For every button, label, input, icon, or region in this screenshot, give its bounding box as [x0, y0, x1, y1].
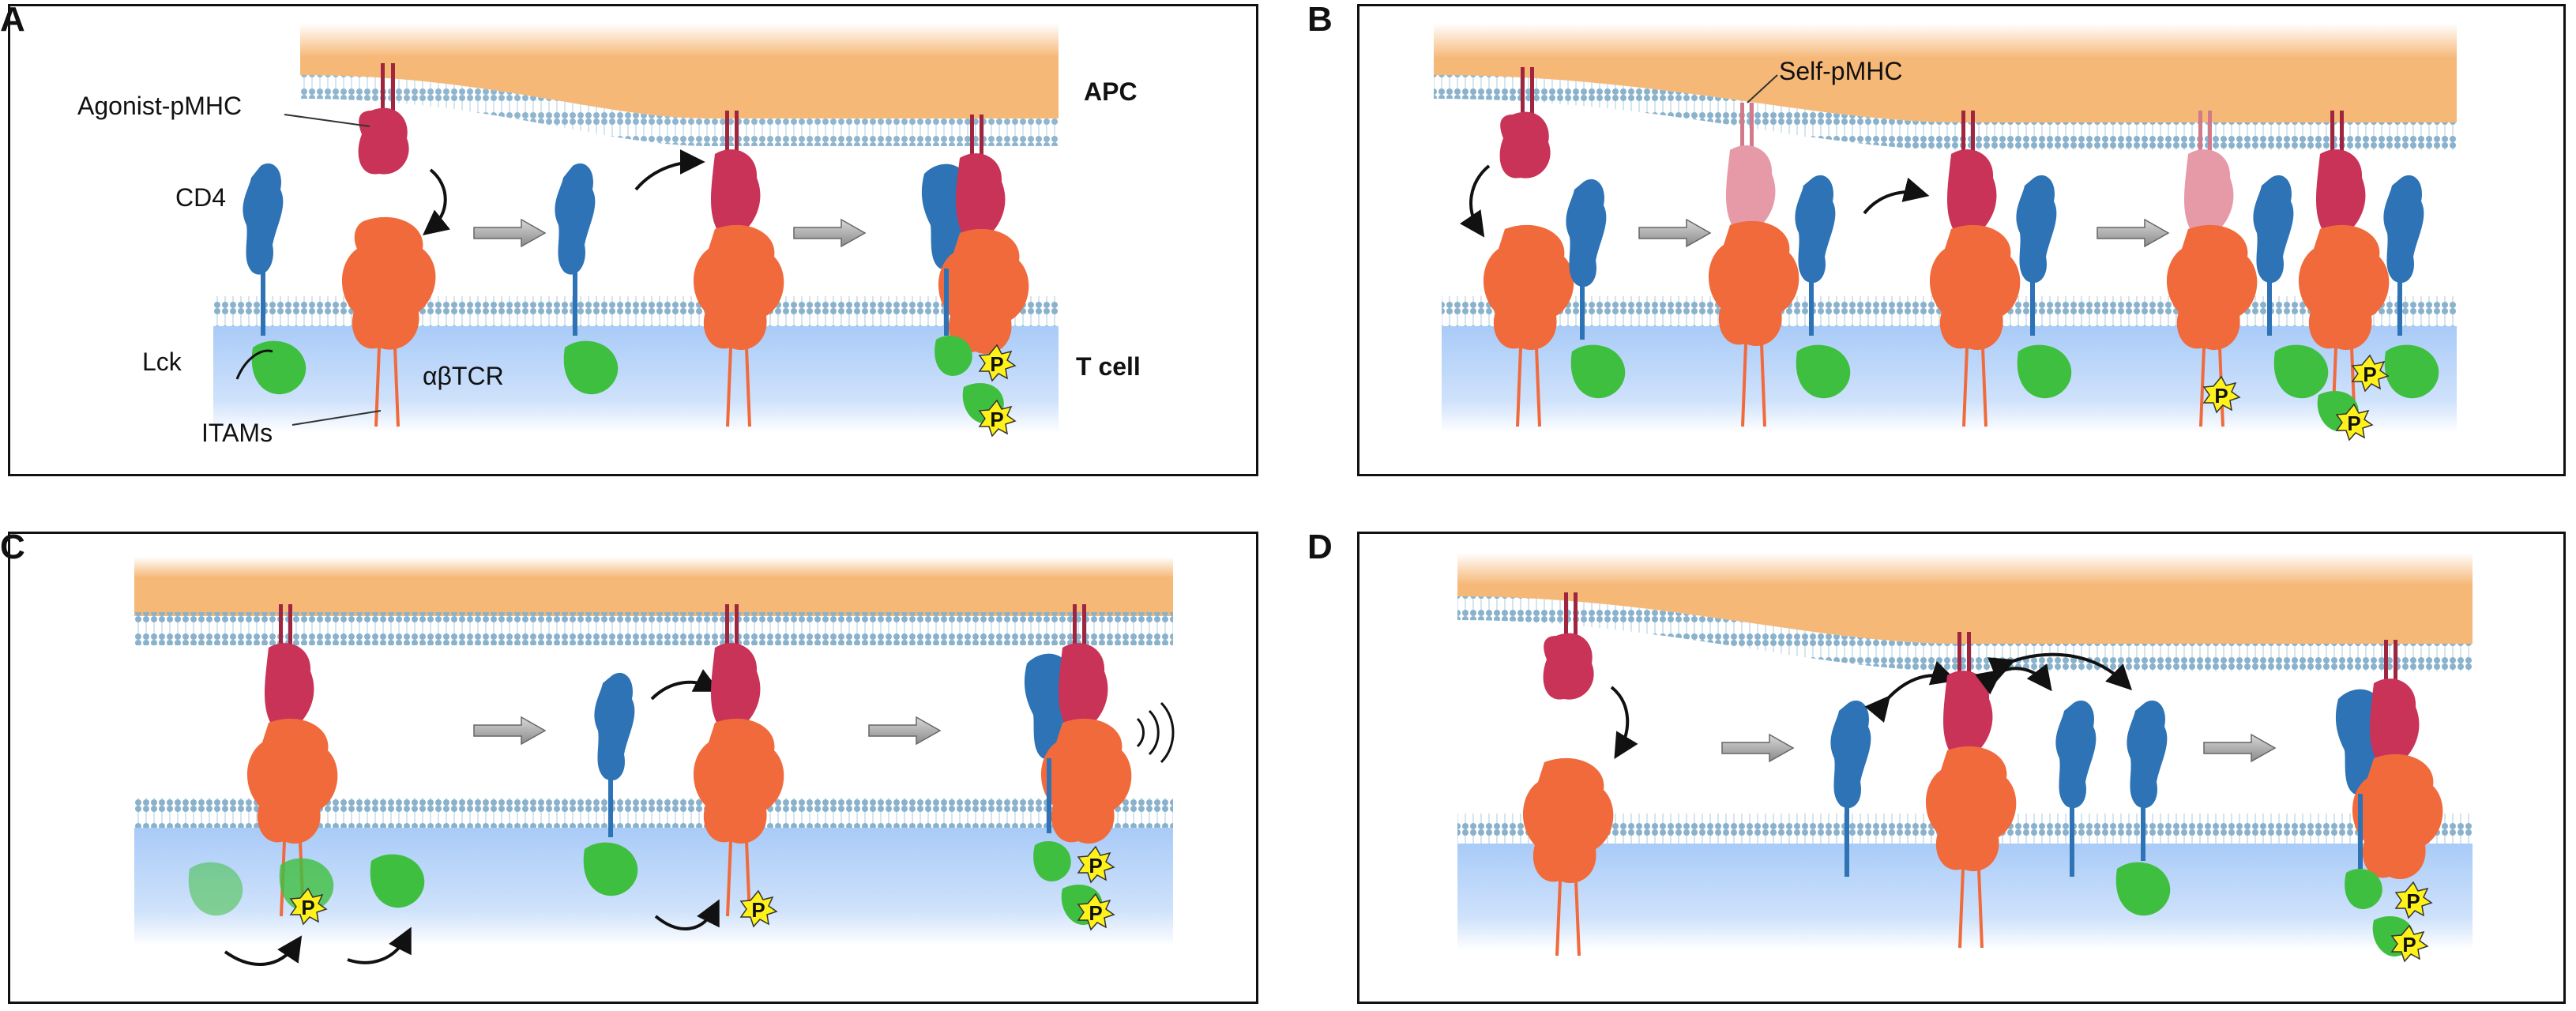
phospho-site-d2: P [2390, 924, 2429, 963]
phospho-site-c4: P [1077, 893, 1115, 931]
cd4-label: CD4 [175, 183, 227, 212]
svg-text:P: P [2363, 363, 2376, 386]
phospho-site-c3: P [1077, 845, 1115, 884]
phospho-site-a2: P [978, 399, 1017, 438]
self-pmhc-label: Self-pMHC [1779, 57, 1903, 85]
cd4-a1 [243, 163, 284, 336]
lck-a1 [251, 340, 306, 395]
cd4-a2 [555, 163, 596, 336]
panel-b-scene: P P P [1434, 24, 2457, 442]
phospho-site-b2: P [2351, 354, 2390, 393]
panel-d-scene: P P [1457, 553, 2473, 963]
phospho-site-a1: P [978, 344, 1017, 382]
svg-text:P: P [1089, 901, 1102, 925]
itams-label: ITAMs [201, 419, 273, 447]
panel-letter-d: D [1307, 528, 1333, 566]
svg-text:P: P [301, 896, 314, 919]
phospho-site-c1: P [289, 887, 328, 926]
svg-text:P: P [990, 352, 1003, 376]
phospho-site-c2: P [739, 889, 778, 928]
apc-label: APC [1084, 77, 1138, 106]
svg-text:P: P [990, 408, 1003, 431]
phospho-site-b1: P [2202, 375, 2241, 414]
apc-membrane [300, 75, 1059, 146]
apc-region [300, 24, 1059, 118]
lck-label: Lck [142, 348, 182, 376]
phospho-site-b3: P [2335, 403, 2374, 442]
panel-a-scene: P P [213, 24, 1059, 438]
svg-text:P: P [2402, 933, 2416, 957]
tcell-label: T cell [1076, 352, 1141, 381]
panel-letter-c: C [0, 528, 25, 566]
svg-text:P: P [2406, 889, 2420, 913]
phospho-site-d1: P [2394, 881, 2433, 919]
svg-text:P: P [1089, 854, 1102, 878]
agonist-pmhc-free [358, 63, 409, 175]
panel-letter-a: A [0, 0, 25, 39]
panel-letter-b: B [1307, 0, 1333, 39]
svg-text:P: P [751, 898, 765, 922]
signaling-complex-a3 [921, 115, 1029, 423]
panel-c-scene: P P P P [134, 557, 1175, 966]
abtcr-label: αβTCR [423, 362, 504, 390]
svg-text:P: P [2347, 412, 2360, 435]
tcr-pmhc-complex-a2 [693, 111, 784, 427]
tcr-a1 [341, 216, 436, 427]
svg-text:P: P [2214, 384, 2228, 408]
tcell-membrane [213, 296, 1059, 326]
agonist-pmhc-label: Agonist-pMHC [77, 92, 243, 120]
